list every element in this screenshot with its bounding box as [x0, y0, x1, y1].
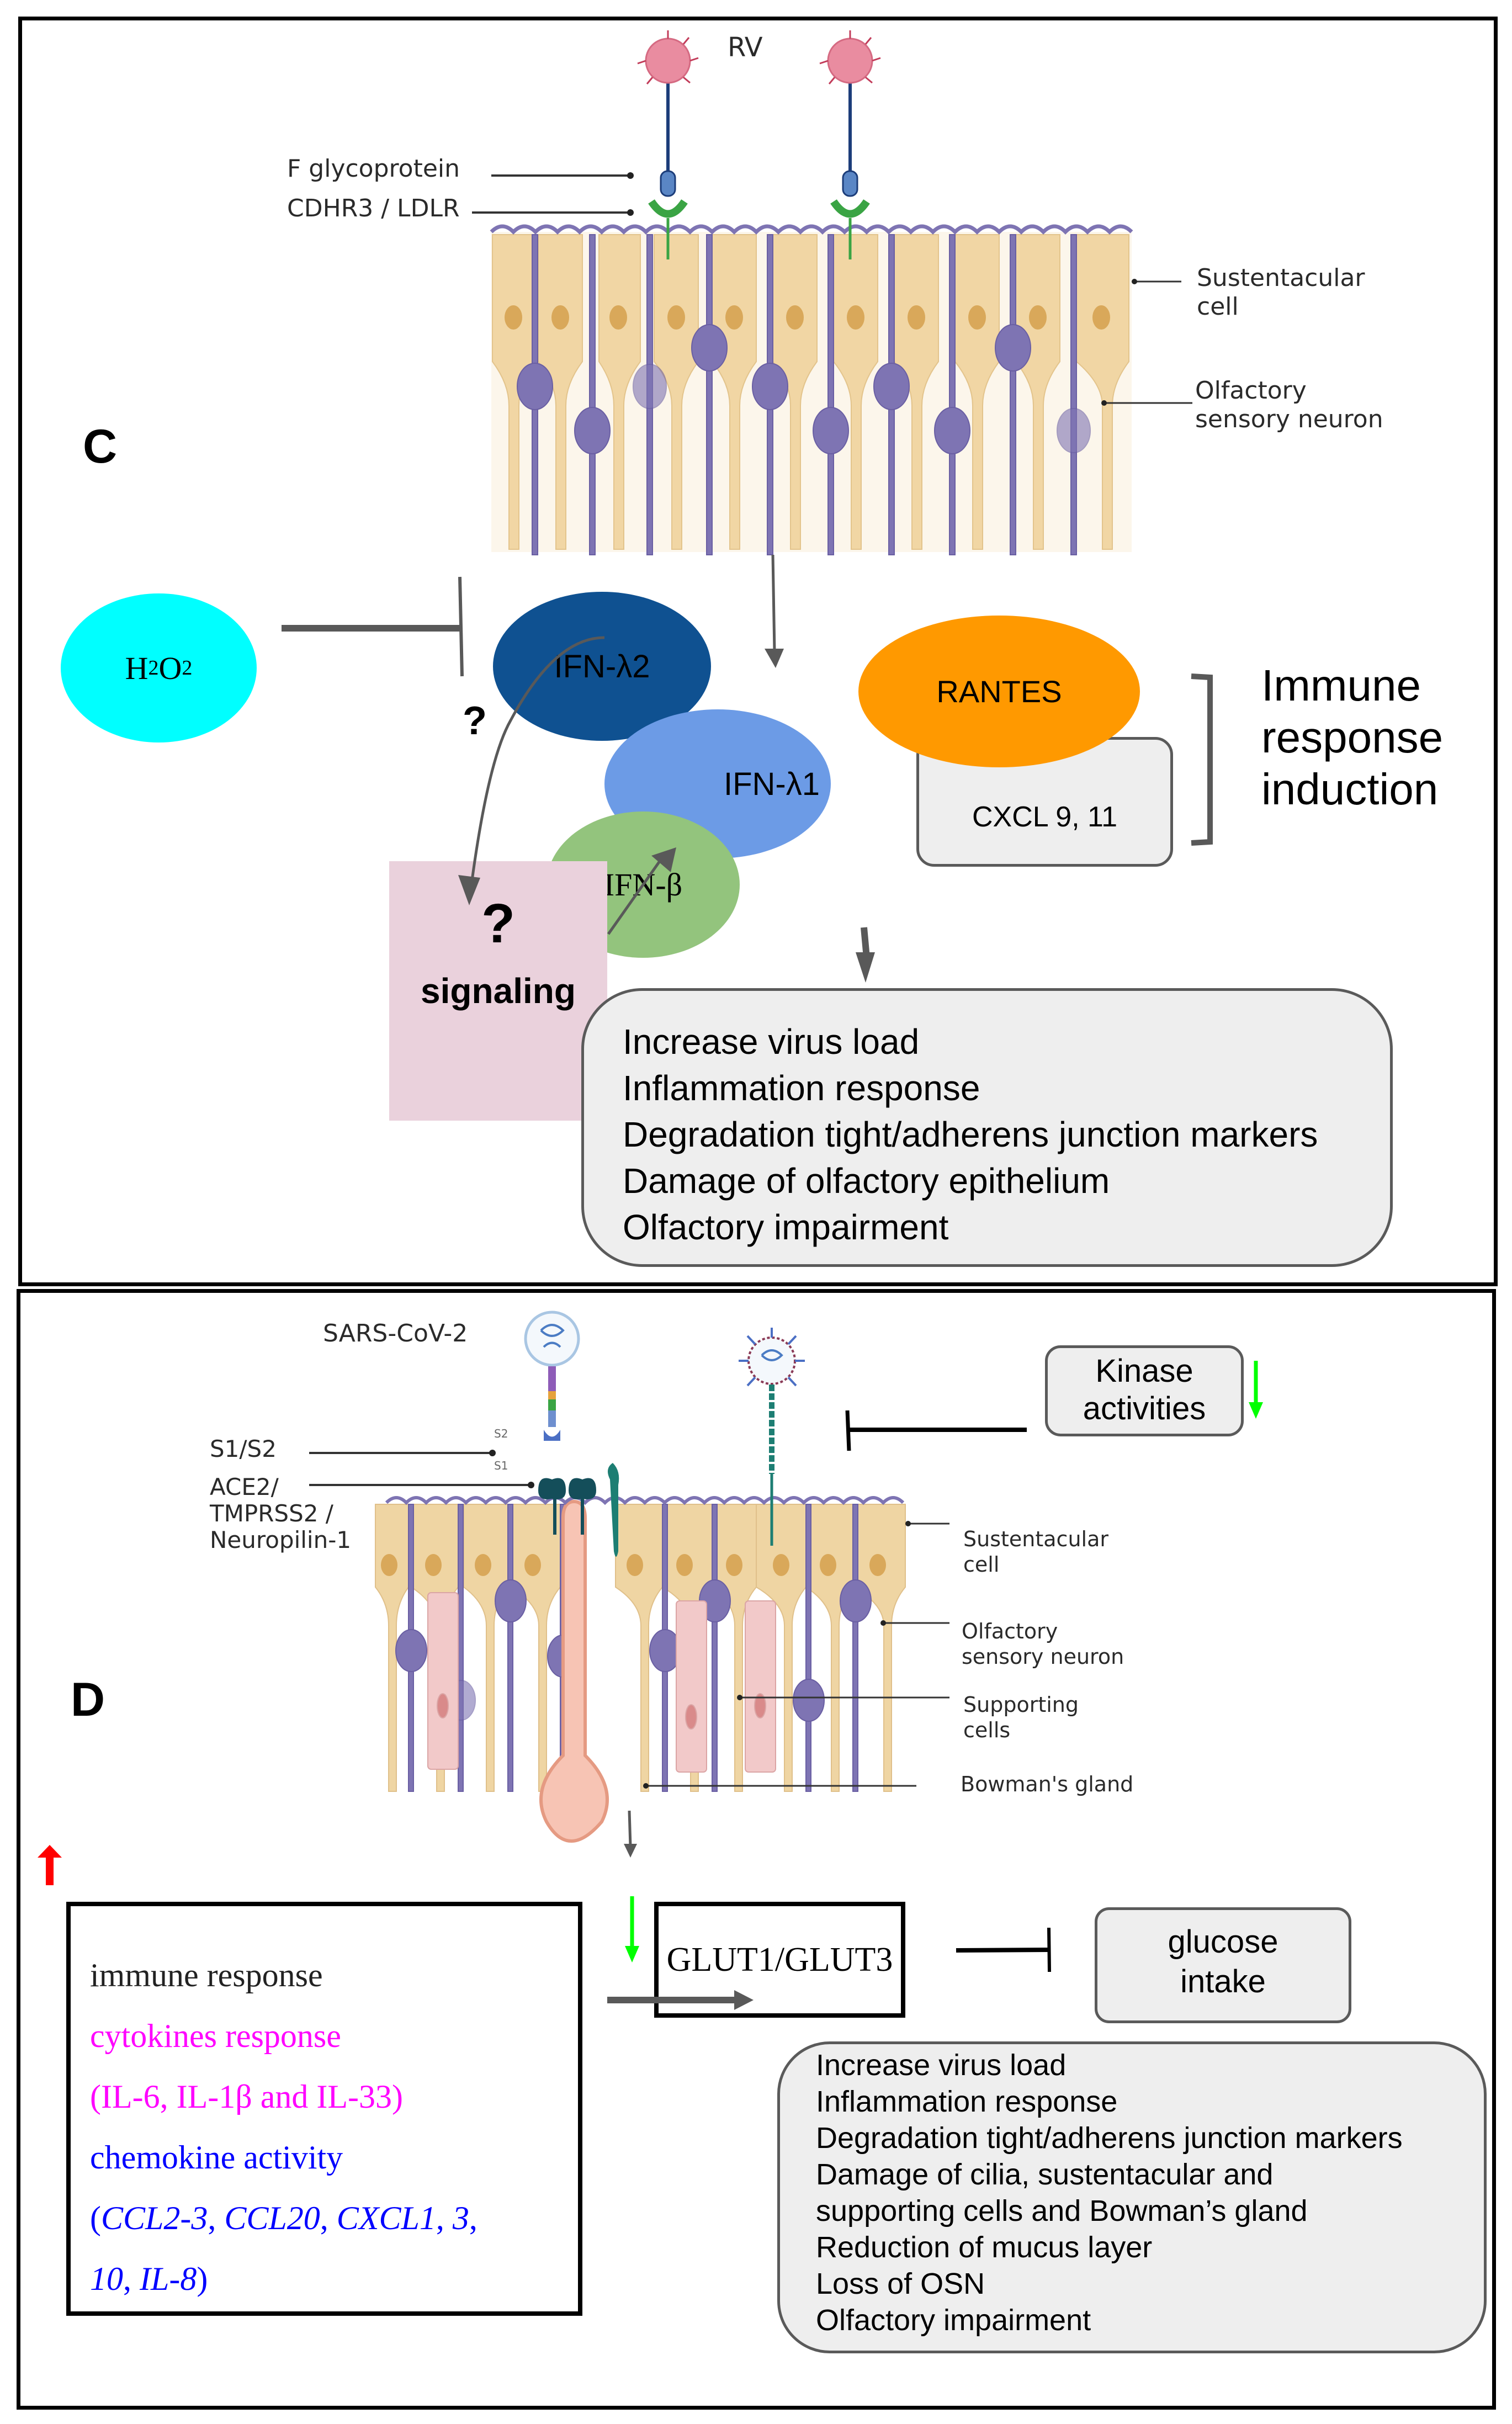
sars-cov-2-virion-1: [524, 1311, 596, 1535]
rv-virus-2: [819, 30, 881, 259]
ifn-to-signaling-arrowhead: [458, 875, 480, 905]
rantes-to-outcomes-arrowhead: [856, 952, 875, 983]
glut-box: GLUT1/GLUT3: [654, 1902, 905, 2018]
supporting-cells-label: Supporting cells: [963, 1693, 1079, 1742]
olfactory-neurons: [517, 234, 1091, 555]
h2o2-inhibition-arrow: [282, 576, 464, 677]
immune-to-outcomes-arrow: [607, 1990, 754, 2010]
f-glycoprotein-label: F glycoprotein: [287, 155, 460, 183]
glut-down-arrow-icon: [625, 1896, 639, 1962]
outcome-item: Increase virus load: [816, 2049, 1067, 2082]
outcome-item: supporting cells and Bowman’s gland: [816, 2194, 1308, 2227]
osn-label-c: Olfactory sensory neuron: [1195, 376, 1383, 433]
unknown-link-question: ?: [463, 699, 487, 743]
panel-c-outcomes-box: Increase virus load Inflammation respons…: [581, 988, 1393, 1267]
spike-label: S1/S2: [210, 1435, 277, 1462]
signaling-label: signaling: [421, 971, 576, 1011]
rv-title: RV: [728, 32, 763, 63]
outcome-item: Olfactory impairment: [623, 1207, 949, 1247]
signaling-to-ifn-arrow: [607, 856, 664, 935]
outcome-item: Damage of cilia, sustentacular and: [816, 2158, 1274, 2191]
outcome-item: Increase virus load: [623, 1022, 920, 1062]
signaling-box: ? signaling: [389, 861, 607, 1121]
signaling-to-ifn-arrowhead: [651, 847, 676, 872]
receptor-label: CDHR3 / LDLR: [287, 194, 460, 222]
kinase-down-arrow-icon: [1249, 1361, 1263, 1419]
chemokine-list-line2: 10, IL-8): [90, 2261, 208, 2297]
neuropilin: [608, 1463, 619, 1557]
outcome-item: Loss of OSN: [816, 2267, 985, 2300]
outcome-item: Degradation tight/adherens junction mark…: [623, 1115, 1318, 1154]
chemokine-list-line1: (CCL2-3, CCL20, CXCL1, 3,: [90, 2200, 478, 2236]
bowmans-gland: [539, 1499, 609, 1843]
glucose-intake-box: glucose intake: [1095, 1907, 1351, 2023]
sustentacular-cells-d: [375, 1504, 906, 1792]
epithelium-to-ifn-arrow: [771, 554, 776, 652]
osn-label-d: Olfactory sensory neuron: [962, 1619, 1124, 1669]
panel-d-outcomes-box: Increase virus load Inflammation respons…: [777, 2041, 1487, 2353]
sustentacular-nuclei: [505, 305, 1110, 330]
panel-c-letter: C: [83, 420, 118, 473]
sars-cov-2-title: SARS-CoV-2: [323, 1319, 468, 1348]
s2-tag: S2: [494, 1427, 508, 1440]
outcome-item: Inflammation response: [623, 1068, 980, 1108]
glut-inhibits-glucose-arrow: [956, 1927, 1051, 1972]
kinase-inhibition-arrow: [845, 1410, 1027, 1451]
ifn-to-signaling-arrow: [470, 636, 605, 881]
immune-bracket: [1191, 673, 1213, 846]
ace2-receptor-label: ACE2/ TMPRSS2 / Neuropilin-1: [210, 1473, 352, 1553]
immune-up-arrow-icon: [38, 1845, 62, 1885]
outcome-item: Olfactory impairment: [816, 2304, 1091, 2337]
outcome-item: Degradation tight/adherens junction mark…: [816, 2121, 1403, 2155]
cilia-layer: [490, 224, 1133, 235]
sustentacular-label-c: Sustentacular cell: [1197, 264, 1365, 321]
sustentacular-cells: [492, 234, 1129, 550]
sustentacular-label-d: Sustentacular cell: [963, 1527, 1108, 1577]
sars-cov-2-virion-2: [739, 1328, 805, 1546]
panel-d-letter: D: [71, 1673, 105, 1726]
immune-response-box: immune response cytokines response (IL-6…: [66, 1902, 582, 2316]
bowmans-gland-label: Bowman's gland: [961, 1772, 1134, 1796]
outcome-item: Reduction of mucus layer: [816, 2231, 1153, 2264]
outcome-item: Inflammation response: [816, 2085, 1118, 2118]
supporting-cells-d: [427, 1592, 776, 1773]
signaling-question: ?: [481, 893, 516, 954]
s1-tag: S1: [494, 1459, 508, 1472]
rv-virus-1: [637, 30, 699, 259]
kinase-activities-box: Kinase activities: [1045, 1345, 1244, 1436]
epithelium-to-ifn-arrowhead: [765, 649, 784, 668]
rantes-node: RANTES: [858, 616, 1140, 767]
outcome-item: Damage of olfactory epithelium: [623, 1161, 1110, 1201]
immune-response-induction-label: Immune response induction: [1261, 661, 1444, 814]
epithelium-to-glut-arrow: [624, 1810, 637, 1858]
